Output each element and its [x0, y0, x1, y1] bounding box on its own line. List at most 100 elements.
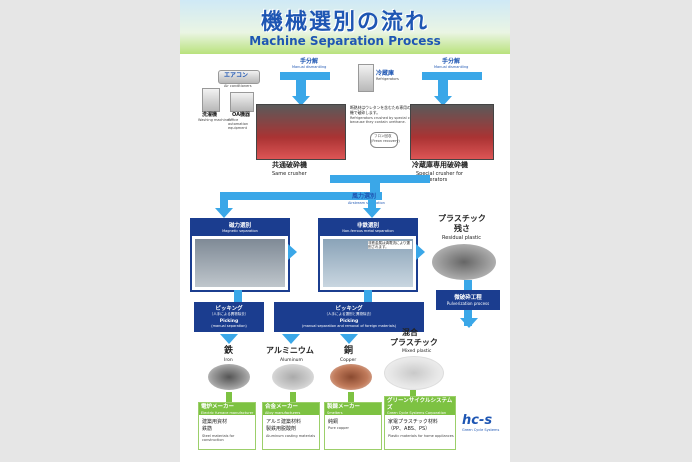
picking1-sub: （人手による異物除去） — [209, 312, 249, 316]
pipe-down-nonferrous — [368, 200, 376, 212]
crusher-same-en: Same crusher — [272, 171, 307, 177]
arrow-to-copper — [340, 334, 358, 344]
arrow-to-mixed — [460, 318, 478, 328]
mixed-pile — [384, 356, 444, 390]
material-copper-jp: 銅 — [344, 346, 354, 356]
destination-alloy: 合金メーカー Alloy manufacturers アルミ建築材料 製鉄用脱酸… — [262, 402, 320, 450]
pipe-down-magnetic — [220, 200, 228, 212]
oa-en: Office automation equipment — [228, 118, 249, 130]
fridge-en: Refrigerators — [376, 77, 399, 81]
dest-1-use2: 製鉄用脱酸剤 — [266, 426, 297, 432]
dest-2-use1: 純銅 — [328, 419, 339, 425]
arrow-magnetic-to-nonferrous — [288, 244, 297, 260]
destination-gcs: グリーンサイクルシステムズ Green Cycle Systems Corpor… — [384, 396, 456, 450]
nonferrous-box: 非鉄選別 Non-ferrous metal separation 非鉄金属は渦… — [318, 218, 418, 292]
destination-smelter: 製錬メーカー Smelters 純銅 Pure copper — [324, 402, 382, 450]
dismantle-right-jp: 手分解 — [442, 58, 461, 65]
oa-jp: OA機器 — [232, 112, 250, 118]
pipe-airstream — [220, 192, 382, 200]
material-iron-jp: 鉄 — [224, 346, 234, 356]
mixed-jp2: プラスチック — [390, 338, 438, 347]
pipe-to-pulverize — [464, 280, 472, 290]
pipe-down-right — [438, 80, 448, 96]
dest-3-use-en: Plastic materials for home appliances — [388, 434, 454, 438]
crusher-special-image — [410, 104, 494, 160]
material-aluminum-en: Aluminum — [280, 358, 303, 363]
aircon-en: Air conditioners — [224, 84, 252, 88]
crusher-same-image — [256, 104, 346, 160]
iron-pile — [208, 364, 250, 390]
destination-electric: 電炉メーカー Electric furnace manufacturer 建築用… — [198, 402, 256, 450]
mixed-jp1: 混合 — [402, 328, 418, 337]
arrow-to-iron — [220, 334, 238, 344]
dest-0-title: 電炉メーカー — [199, 403, 255, 415]
picking2-box: ピッキング （人手による選別と異物除去） Picking (manual sep… — [274, 302, 424, 332]
fridge-jp: 冷蔵庫 — [376, 70, 395, 77]
title-jp: 機械選別の流れ — [260, 10, 429, 35]
arrow-to-residual — [416, 244, 425, 260]
pulverize-en: Pulverization process — [446, 301, 490, 306]
pulverize-jp: 微破砕工程 — [454, 295, 482, 301]
arrow-to-aluminum — [282, 334, 300, 344]
magnetic-header: 磁力選別 Magnetic separation — [192, 220, 288, 236]
dest-2-en: Smelters — [327, 411, 343, 415]
pipe-top-left — [280, 72, 330, 80]
freon-en: (Freon recovery) — [371, 139, 400, 143]
picking1-en1: Picking — [219, 319, 239, 324]
title-en: Machine Separation Process — [249, 34, 441, 48]
material-iron-en: Iron — [224, 358, 233, 363]
pipe-to-picking2 — [364, 290, 372, 302]
dest-2-title: 製錬メーカー — [325, 403, 381, 415]
pipe-down-left — [296, 80, 306, 96]
pipe-to-picking1 — [234, 290, 242, 302]
nonferrous-header: 非鉄選別 Non-ferrous metal separation — [320, 220, 416, 236]
material-copper-en: Copper — [340, 358, 357, 363]
magnetic-box: 磁力選別 Magnetic separation — [190, 218, 290, 292]
dest-3-en: Green Cycle Systems Corporation — [387, 411, 447, 415]
residual-pile — [432, 244, 496, 280]
airstream-jp: 風力選別 — [352, 193, 377, 200]
picking1-box: ピッキング （人手による異物除去） Picking (manual separa… — [194, 302, 264, 332]
arrow-to-crusher-left — [292, 96, 310, 106]
magnetic-en: Magnetic separation — [222, 229, 258, 233]
dest-3-title: グリーンサイクルシステムズ — [385, 397, 455, 415]
crusher-special-en2: refrigerators — [416, 177, 448, 183]
arrow-to-crusher-right — [434, 96, 452, 106]
residual-jp1: プラスチック — [438, 214, 486, 223]
picking2-jp: ピッキング — [335, 306, 363, 312]
crusher-special-en1: Special crusher for — [416, 171, 463, 177]
dismantle-right-en: Manual dismantling — [434, 65, 469, 69]
arrow-dest-2 — [348, 392, 354, 402]
nonferrous-jp: 非鉄選別 — [356, 223, 379, 229]
magnetic-jp: 磁力選別 — [228, 223, 251, 229]
picking2-sub: （人手による選別と異物除去） — [324, 312, 374, 316]
aircon-jp: エアコン — [224, 72, 249, 79]
washer-en: Washing machines — [198, 118, 231, 122]
nonferrous-note: 非鉄金属は渦電流により選別されます。 — [368, 241, 412, 249]
residual-jp2: 残さ — [454, 224, 470, 233]
header-banner: 機械選別の流れ Machine Separation Process — [180, 0, 510, 54]
picking1-jp: ピッキング — [215, 306, 243, 312]
freon-jp: フロン回収 — [374, 134, 392, 138]
arrow-to-nonferrous — [363, 208, 381, 218]
picking1-en2: (manual separation) — [211, 324, 247, 328]
mixed-en: Mixed plastic — [402, 349, 432, 354]
dest-1-use-en: Aluminum casting materials — [266, 434, 316, 438]
washer-jp: 洗濯機 — [202, 112, 218, 118]
arrow-dest-3 — [410, 390, 416, 396]
picking2-en2: (manual separation and removal of foreig… — [301, 324, 397, 328]
oa-unit — [230, 92, 254, 112]
arrow-dest-0 — [226, 392, 232, 402]
pipe-top-right — [422, 72, 482, 80]
company-logo: hc-s Green Cycle Systems — [462, 414, 502, 438]
fridge-unit — [358, 64, 374, 92]
dest-0-use-en: Steel materials for construction — [202, 434, 235, 442]
aircon-unit — [218, 70, 260, 84]
logo-text: hc-s — [462, 413, 493, 428]
washer-unit — [202, 88, 220, 112]
fridge-note-en: Refrigerators crushed by special crusher… — [350, 116, 421, 124]
fridge-note-jp: 断熱材はウレタンを含むため専用の破砕機で破砕します。 — [350, 105, 419, 115]
dismantle-left-en: Manual dismantling — [292, 65, 327, 69]
nonferrous-en: Non-ferrous metal separation — [342, 229, 394, 233]
dest-0-use2: 鉄筋 — [202, 426, 213, 432]
